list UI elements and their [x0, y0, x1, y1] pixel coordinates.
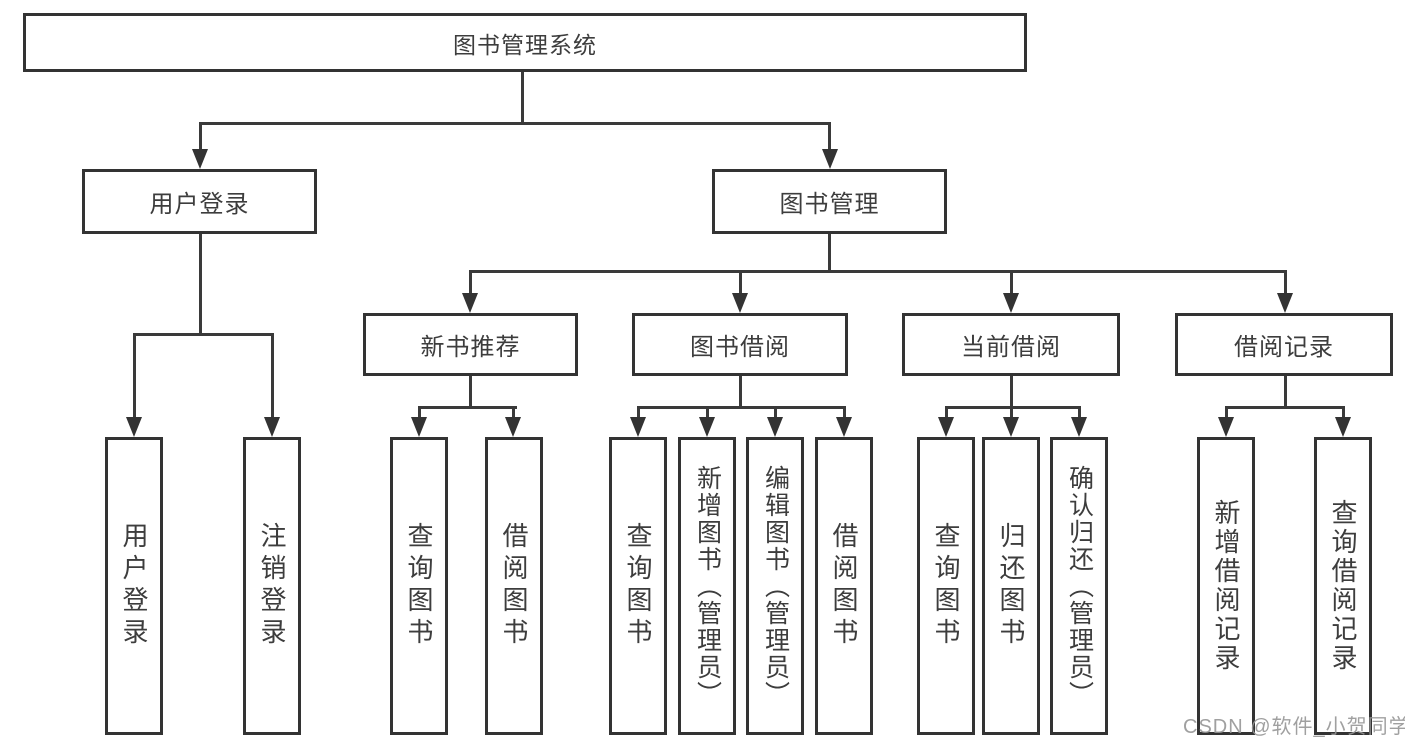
connector-leaf-drop [1225, 406, 1228, 420]
arrow-down-icon [767, 417, 783, 437]
connector-book-mgmt-branch [469, 270, 1287, 273]
connector-lvl2-drop [1284, 270, 1287, 295]
connector-leaf-drop [1078, 406, 1081, 420]
connector-recommend-stem [469, 376, 472, 408]
arrow-down-icon [630, 417, 646, 437]
leaf-confirm-return-admin-label: 确认归还（管理员） [1065, 464, 1094, 708]
connector-lvl2-drop [1010, 270, 1013, 295]
node-library-system-label: 图书管理系统 [453, 31, 597, 58]
leaf-query-borrow-record-label: 查询借阅记录 [1328, 499, 1358, 673]
connector-leaf-drop [133, 333, 136, 420]
connector-records-branch [1225, 406, 1345, 409]
leaf-return-books-label: 归还图书 [996, 522, 1026, 650]
connector-user-login-stem [199, 234, 202, 335]
connector-leaf-drop [1342, 406, 1345, 420]
arrow-down-icon [938, 417, 954, 437]
arrow-down-icon [462, 293, 478, 313]
leaf-logout: 注销登录 [243, 437, 301, 735]
arrow-down-icon [699, 417, 715, 437]
connector-borrow-branch [637, 406, 846, 409]
arrow-down-icon [1003, 293, 1019, 313]
node-new-book-recommend-label: 新书推荐 [420, 334, 521, 361]
arrow-down-icon [822, 149, 838, 169]
connector-leaf-drop [418, 406, 421, 420]
node-borrow-records: 借阅记录 [1175, 313, 1393, 376]
connector-lvl2-drop [739, 270, 742, 295]
leaf-borrow-books-label: 借阅图书 [829, 522, 859, 650]
connector-book-mgmt-stem [828, 234, 831, 272]
leaf-borrow-books: 借阅图书 [815, 437, 873, 735]
connector-leaf-drop [945, 406, 948, 420]
node-user-login: 用户登录 [82, 169, 317, 234]
connector-leaf-drop [843, 406, 846, 420]
arrow-down-icon [1071, 417, 1087, 437]
node-user-login-label: 用户登录 [149, 191, 250, 218]
leaf-add-borrow-record-label: 新增借阅记录 [1211, 499, 1241, 673]
leaf-recommend-query-books: 查询图书 [390, 437, 448, 735]
connector-leaf-drop [774, 406, 777, 420]
connector-leaf-drop [1010, 406, 1013, 420]
arrow-down-icon [836, 417, 852, 437]
arrow-down-icon [1335, 417, 1351, 437]
arrow-down-icon [192, 149, 208, 169]
connector-root-branch [199, 122, 831, 125]
connector-records-stem [1284, 376, 1287, 408]
connector-root-stem [521, 72, 524, 125]
leaf-recommend-borrow-books: 借阅图书 [485, 437, 543, 735]
arrow-down-icon [1003, 417, 1019, 437]
node-current-borrow: 当前借阅 [902, 313, 1120, 376]
connector-user-login-drop [199, 122, 202, 152]
leaf-edit-books-admin-label: 编辑图书（管理员） [761, 464, 790, 708]
arrow-down-icon [1218, 417, 1234, 437]
node-book-borrow: 图书借阅 [632, 313, 848, 376]
connector-current-stem [1010, 376, 1013, 408]
leaf-add-books-admin: 新增图书（管理员） [678, 437, 736, 735]
connector-lvl2-drop [469, 270, 472, 295]
connector-recommend-branch [418, 406, 517, 409]
leaf-current-query-books: 查询图书 [917, 437, 975, 735]
connector-leaf-drop [637, 406, 640, 420]
connector-borrow-stem [739, 376, 742, 408]
leaf-borrow-query-books: 查询图书 [609, 437, 667, 735]
leaf-logout-label: 注销登录 [257, 522, 287, 650]
connector-leaf-drop [706, 406, 709, 420]
leaf-recommend-borrow-books-label: 借阅图书 [499, 522, 529, 650]
leaf-borrow-query-books-label: 查询图书 [623, 522, 653, 650]
connector-user-login-branch [133, 333, 274, 336]
leaf-user-login-label: 用户登录 [119, 522, 149, 650]
csdn-watermark: CSDN @软件_小贺同学 [1183, 716, 1405, 738]
node-new-book-recommend: 新书推荐 [363, 313, 578, 376]
leaf-add-borrow-record: 新增借阅记录 [1197, 437, 1255, 735]
connector-current-branch [945, 406, 1081, 409]
arrow-down-icon [1277, 293, 1293, 313]
leaf-confirm-return-admin: 确认归还（管理员） [1050, 437, 1108, 735]
arrow-down-icon [126, 417, 142, 437]
node-book-management-label: 图书管理 [779, 191, 880, 218]
leaf-add-books-admin-label: 新增图书（管理员） [693, 464, 722, 708]
leaf-recommend-query-books-label: 查询图书 [404, 522, 434, 650]
arrow-down-icon [732, 293, 748, 313]
leaf-edit-books-admin: 编辑图书（管理员） [746, 437, 804, 735]
connector-leaf-drop [512, 406, 515, 420]
leaf-return-books: 归还图书 [982, 437, 1040, 735]
arrow-down-icon [264, 417, 280, 437]
leaf-current-query-books-label: 查询图书 [931, 522, 961, 650]
node-borrow-records-label: 借阅记录 [1234, 334, 1334, 361]
node-book-management: 图书管理 [712, 169, 947, 234]
node-current-borrow-label: 当前借阅 [961, 334, 1061, 361]
arrow-down-icon [411, 417, 427, 437]
leaf-query-borrow-record: 查询借阅记录 [1314, 437, 1372, 735]
leaf-user-login: 用户登录 [105, 437, 163, 735]
node-book-borrow-label: 图书借阅 [690, 334, 790, 361]
arrow-down-icon [505, 417, 521, 437]
connector-book-mgmt-drop [828, 122, 831, 152]
node-library-system: 图书管理系统 [23, 13, 1027, 72]
connector-leaf-drop [271, 333, 274, 420]
